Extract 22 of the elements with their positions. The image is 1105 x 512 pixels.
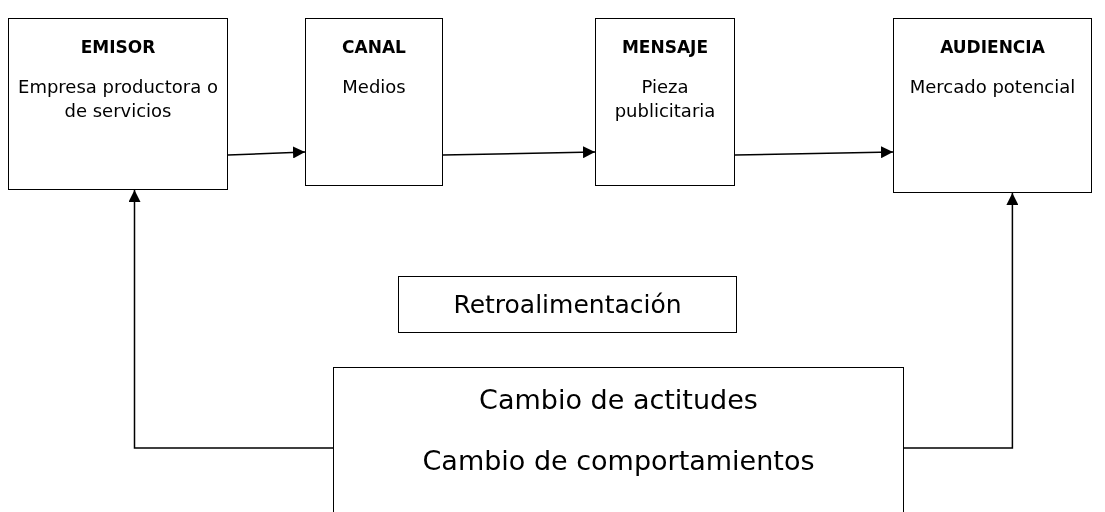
box-text: Empresa productora o de servicios	[17, 75, 219, 123]
arrow	[903, 192, 1019, 449]
arrow	[227, 146, 306, 159]
process-box	[893, 18, 1092, 193]
box-heading: MENSAJE	[621, 37, 709, 57]
box-text: Cambio de comportamientos	[422, 445, 815, 476]
box-text: Cambio de actitudes	[479, 384, 758, 415]
box-heading: EMISOR	[80, 37, 156, 57]
box-text: Mercado potencial	[908, 75, 1077, 99]
process-box	[305, 18, 443, 186]
box-text: Medios	[341, 75, 407, 99]
arrow	[128, 189, 334, 449]
process-box	[8, 18, 228, 190]
arrow	[734, 146, 894, 159]
process-box	[398, 276, 737, 333]
process-box	[333, 367, 904, 512]
box-heading: AUDIENCIA	[940, 37, 1045, 57]
box-heading: CANAL	[342, 37, 406, 57]
box-text: Pieza publicitaria	[613, 75, 717, 123]
arrow	[442, 146, 596, 159]
box-text: Retroalimentación	[453, 290, 682, 319]
process-box	[595, 18, 735, 186]
